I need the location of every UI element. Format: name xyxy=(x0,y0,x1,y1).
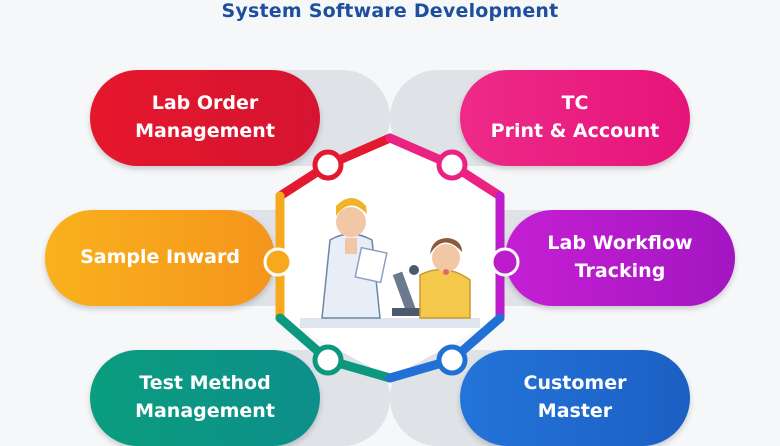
tc-print-account-button[interactable]: TC Print & Account xyxy=(460,70,690,166)
node-customer-master xyxy=(436,344,468,376)
node-lab-order xyxy=(312,149,344,181)
male-scientist-figure xyxy=(321,198,388,319)
sample-inward-button[interactable]: Sample Inward xyxy=(45,210,275,306)
lab-order-management-button[interactable]: Lab Order Management xyxy=(90,70,320,166)
module-card-lab-order: Lab Order Management xyxy=(90,70,390,166)
microscope-icon xyxy=(392,265,426,317)
female-scientist-figure xyxy=(419,238,471,319)
test-method-management-button[interactable]: Test Method Management xyxy=(90,350,320,446)
lab-workflow-tracking-button[interactable]: Lab Workflow Tracking xyxy=(505,210,735,306)
node-sample-inward xyxy=(263,247,293,277)
customer-master-button[interactable]: Customer Master xyxy=(460,350,690,446)
connector-nodes xyxy=(263,149,520,376)
module-card-tc-print: TC Print & Account xyxy=(390,70,690,166)
node-tc-print xyxy=(436,149,468,181)
page-title: System Software Development xyxy=(221,0,559,22)
scientists-lab-illustration xyxy=(300,198,480,328)
node-lab-workflow xyxy=(490,247,520,277)
node-test-method xyxy=(312,344,344,376)
